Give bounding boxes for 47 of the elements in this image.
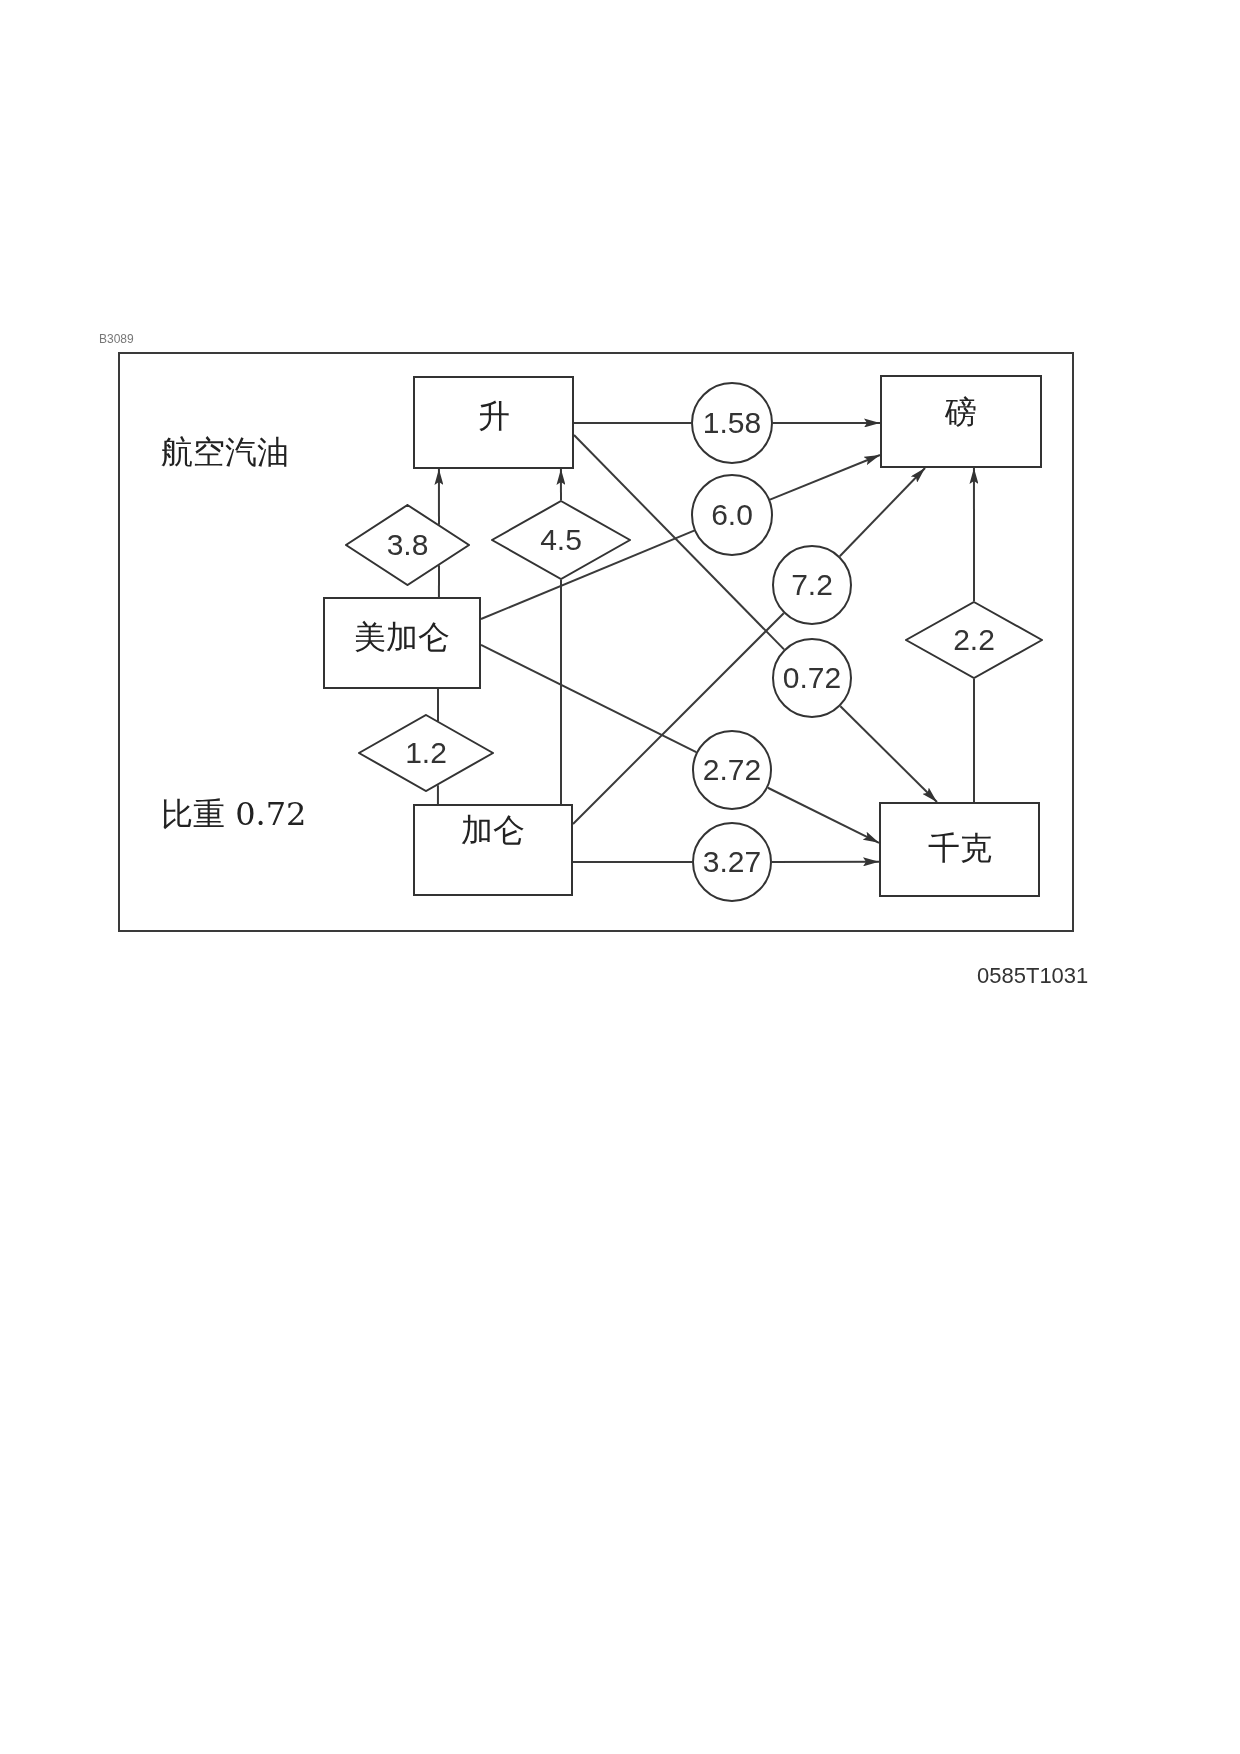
connector-arrow bbox=[434, 468, 444, 526]
factor-value: 3.27 bbox=[702, 844, 762, 880]
factor-value: 2.2 bbox=[953, 622, 995, 658]
connector-line bbox=[480, 643, 698, 754]
drawing-number: 0585T1031 bbox=[977, 963, 1089, 989]
connector-arrow bbox=[766, 786, 880, 844]
unit-box bbox=[413, 804, 573, 896]
unit-name: 加仑 bbox=[461, 811, 525, 850]
factor-value: 3.8 bbox=[386, 527, 429, 563]
connector-line bbox=[572, 860, 693, 863]
unit-box bbox=[323, 597, 481, 689]
unit-box bbox=[879, 802, 1040, 897]
factor-value: 1.58 bbox=[702, 405, 762, 441]
unit-box bbox=[413, 376, 574, 469]
unit-name: 磅 bbox=[945, 393, 977, 432]
fuel-name-text: 航空汽油 bbox=[161, 433, 289, 472]
connector-arrow bbox=[769, 454, 881, 501]
connector-arrow bbox=[969, 467, 979, 602]
connector-line bbox=[573, 433, 785, 651]
connector-line bbox=[560, 579, 562, 805]
connector-line bbox=[437, 564, 440, 598]
connector-line bbox=[573, 421, 692, 424]
connector-line bbox=[480, 529, 696, 620]
connector-line bbox=[973, 678, 975, 803]
factor-value: 6.0 bbox=[711, 497, 753, 533]
connector-arrow bbox=[556, 468, 566, 501]
connector-line bbox=[572, 612, 785, 825]
connector-arrow bbox=[772, 418, 881, 428]
diagram-frame bbox=[118, 352, 1074, 932]
factor-value: 0.72 bbox=[782, 660, 842, 696]
factor-value: 2.72 bbox=[702, 752, 762, 788]
unit-name: 升 bbox=[477, 397, 510, 436]
factor-value: 7.2 bbox=[791, 567, 833, 603]
connector-arrow bbox=[839, 705, 938, 803]
connector-arrow bbox=[838, 467, 927, 558]
figure-code: B3089 bbox=[99, 333, 134, 347]
connector-line bbox=[436, 784, 439, 805]
factor-value: 1.2 bbox=[405, 735, 447, 771]
factor-circle bbox=[772, 638, 852, 718]
connector-line bbox=[437, 688, 439, 722]
connector-arrow bbox=[771, 857, 880, 867]
factor-value: 4.5 bbox=[540, 522, 582, 558]
factor-circle bbox=[772, 545, 852, 625]
specific-gravity-text: 比重 0.72 bbox=[161, 795, 307, 834]
unit-name: 美加仑 bbox=[354, 618, 450, 657]
unit-name: 千克 bbox=[927, 829, 992, 868]
unit-box bbox=[880, 375, 1042, 468]
